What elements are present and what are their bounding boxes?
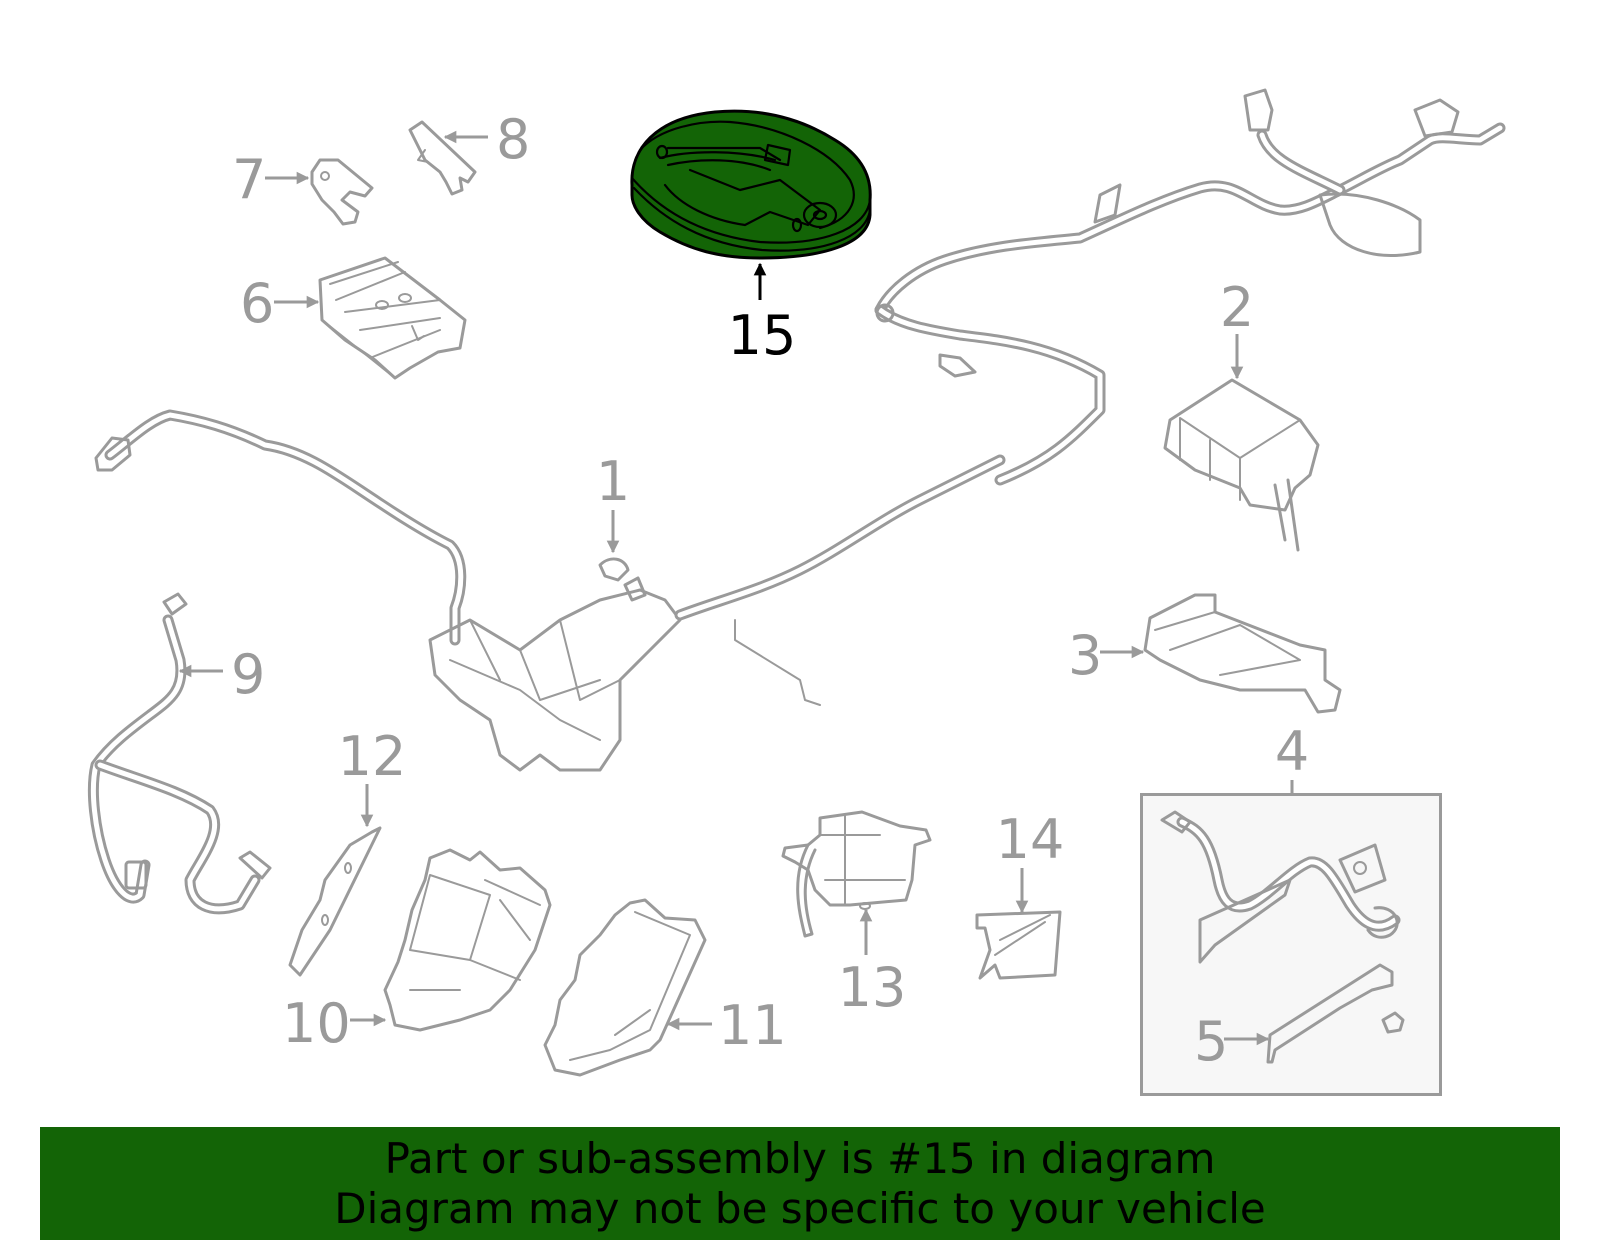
callout-1: 1 [596,450,630,554]
callout-2: 2 [1220,276,1254,380]
callout-label-9: 9 [231,643,265,706]
part-7-bracket[interactable] [310,158,374,226]
part-4-harness-kit[interactable] [1160,810,1401,964]
part-harness-upper-right[interactable] [874,88,1506,486]
part-12-bracket[interactable] [288,826,382,977]
callout-label-15: 15 [728,304,797,367]
part-6-module[interactable] [318,256,467,380]
callout-6: 6 [240,272,320,335]
callout-label-13: 13 [838,956,907,1019]
part-11-cover[interactable] [543,898,707,1077]
part-13-duct[interactable] [781,810,932,938]
callout-label-1: 1 [596,450,630,513]
callout-label-2: 2 [1220,276,1254,339]
part-1-main-harness[interactable] [94,409,1006,772]
callout-label-10: 10 [282,992,351,1055]
callout-8: 8 [443,108,530,171]
callout-13: 13 [838,908,907,1019]
callout-label-12: 12 [338,725,407,788]
callout-label-14: 14 [996,808,1065,871]
callout-10: 10 [282,992,387,1055]
info-banner: Part or sub-assembly is #15 in diagram D… [40,1127,1560,1240]
callout-9: 9 [178,643,265,706]
kit-group-box-part-4 [1140,793,1442,1096]
callout-11: 11 [666,994,787,1057]
part-8-clip[interactable] [408,120,477,196]
part-10-junction-box[interactable] [383,848,552,1032]
callout-7: 7 [232,148,310,211]
callout-label-11: 11 [718,994,787,1057]
part-3-bracket[interactable] [1143,593,1342,714]
banner-line-part-number: Part or sub-assembly is #15 in diagram [384,1133,1216,1183]
part-2-control-module[interactable] [1163,378,1320,552]
callout-label-5: 5 [1194,1010,1228,1073]
callout-label-8: 8 [496,108,530,171]
part-9-harness[interactable] [87,592,272,915]
part-5-bracket[interactable] [1266,963,1405,1064]
callout-12: 12 [338,725,407,828]
callout-label-3: 3 [1068,624,1102,687]
callout-label-6: 6 [240,272,274,335]
callout-label-4: 4 [1275,720,1309,783]
callout-15: 15 [728,262,797,367]
callout-3: 3 [1068,624,1145,687]
callout-label-7: 7 [232,148,266,211]
callout-4: 4 [1275,720,1309,795]
part-14-bracket[interactable] [975,910,1062,980]
banner-line-disclaimer: Diagram may not be specific to your vehi… [334,1183,1266,1233]
callout-14: 14 [996,808,1065,914]
callout-5: 5 [1194,1010,1270,1073]
part-15-storage-tray[interactable] [630,109,872,260]
